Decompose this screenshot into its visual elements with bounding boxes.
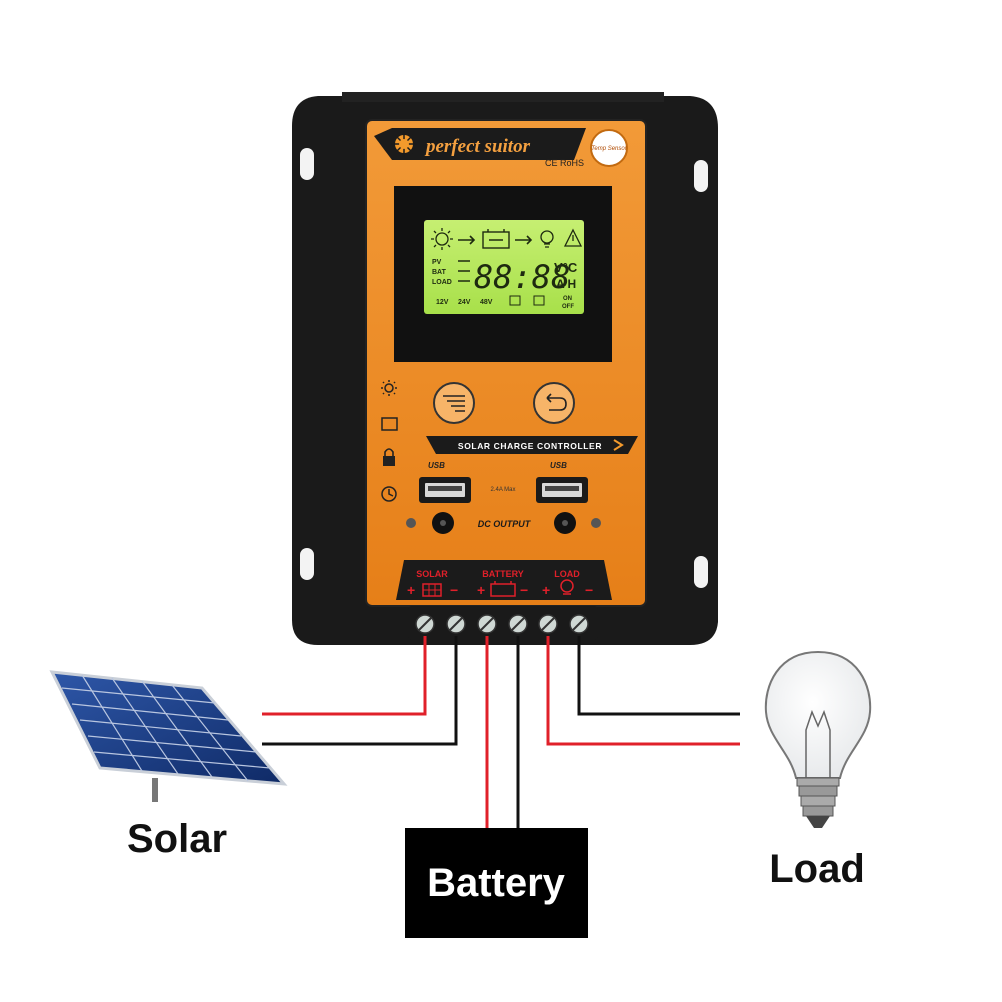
monitor-icon bbox=[381, 417, 398, 431]
lcd-voltage-12v: 12V bbox=[436, 299, 449, 306]
lcd-label-bat: BAT bbox=[432, 269, 447, 276]
solar-minus-sign: − bbox=[450, 582, 458, 598]
return-icon bbox=[546, 393, 567, 411]
solar-label: Solar bbox=[127, 817, 227, 861]
battery-minus-sign: − bbox=[520, 582, 528, 598]
lcd-unit-top: V°C bbox=[554, 260, 578, 275]
terminal-load-positive[interactable] bbox=[538, 614, 558, 634]
clock-icon bbox=[381, 486, 397, 502]
lamp-mini-icon bbox=[560, 579, 574, 595]
terminal-solar-positive[interactable] bbox=[415, 614, 435, 634]
lcd-sun-icon bbox=[431, 228, 453, 250]
lcd-voltage-24v: 24V bbox=[458, 299, 471, 306]
lcd-unit-bottom: A H bbox=[556, 277, 576, 291]
lcd-label-pv: PV bbox=[432, 259, 442, 266]
lcd-bulb-icon bbox=[540, 230, 554, 248]
charge-controller: perfect suitor CE RoHS Temp Sensor PV BA… bbox=[292, 92, 718, 645]
menu-icon bbox=[443, 395, 465, 412]
wire-solar-negative bbox=[262, 636, 458, 746]
lcd-warning-icon bbox=[563, 228, 583, 247]
terminal-load-negative[interactable] bbox=[569, 614, 589, 634]
mount-slot-bottom-left bbox=[300, 548, 314, 580]
solar-plus-sign: + bbox=[407, 582, 415, 598]
terminal-solar-negative[interactable] bbox=[446, 614, 466, 634]
wires bbox=[262, 636, 740, 828]
lcd-on-label: ON bbox=[563, 296, 572, 302]
terminal-label-load: LOAD bbox=[554, 569, 580, 579]
terminal-label-solar: SOLAR bbox=[416, 569, 448, 579]
lcd-label-load: LOAD bbox=[432, 279, 452, 286]
lock-icon bbox=[383, 448, 395, 466]
banner-title: SOLAR CHARGE CONTROLLER bbox=[458, 441, 602, 451]
status-led-left bbox=[406, 518, 416, 528]
load-plus-sign: + bbox=[542, 582, 550, 598]
brand-logo-icon bbox=[391, 131, 417, 157]
lcd-arrow-icon-2 bbox=[515, 235, 533, 245]
lcd-off-label: OFF bbox=[562, 304, 574, 310]
cert-marks: CE RoHS bbox=[545, 158, 584, 168]
terminal-battery-negative[interactable] bbox=[508, 614, 528, 634]
battery-mini-icon bbox=[490, 581, 516, 597]
wire-solar-positive bbox=[262, 636, 427, 716]
dc-output-jack-left[interactable] bbox=[432, 512, 454, 534]
mount-slot-top-left bbox=[300, 148, 314, 180]
menu-button[interactable] bbox=[433, 382, 475, 424]
usb-rating: 2.4A Max bbox=[490, 487, 515, 493]
usb-label-right: USB bbox=[550, 461, 567, 470]
usb-port-left[interactable] bbox=[419, 477, 471, 503]
battery-label: Battery bbox=[427, 861, 566, 905]
usb-label-left: USB bbox=[428, 461, 445, 470]
terminal-battery-positive[interactable] bbox=[477, 614, 497, 634]
banner-chevron-icon bbox=[613, 439, 624, 451]
lcd-voltage-48v: 48V bbox=[480, 299, 493, 306]
status-led-right bbox=[591, 518, 601, 528]
wire-load-negative bbox=[577, 636, 740, 716]
lcd-digits: 88:88 bbox=[474, 258, 570, 296]
sun-icon bbox=[381, 380, 397, 396]
solar-panel-icon bbox=[49, 670, 288, 802]
dc-output-label: DC OUTPUT bbox=[478, 519, 532, 529]
usb-port-right[interactable] bbox=[536, 477, 588, 503]
brand-name: perfect suitor bbox=[424, 136, 531, 157]
lcd-timer-icon-1 bbox=[509, 295, 521, 306]
temp-sensor-label: Temp Sensor bbox=[591, 146, 627, 152]
back-button[interactable] bbox=[533, 382, 575, 424]
wire-load-positive bbox=[546, 636, 740, 746]
battery-plus-sign: + bbox=[477, 582, 485, 598]
lcd-row-arrows bbox=[458, 260, 470, 282]
terminal-label-battery: BATTERY bbox=[482, 569, 524, 579]
load-label: Load bbox=[769, 847, 865, 891]
mount-slot-bottom-right bbox=[694, 556, 708, 588]
lcd-battery-icon bbox=[482, 229, 510, 249]
dc-output-jack-right[interactable] bbox=[554, 512, 576, 534]
lcd-arrow-icon bbox=[458, 235, 476, 245]
load-minus-sign: − bbox=[585, 582, 593, 598]
mount-slot-top-right bbox=[694, 160, 708, 192]
temp-sensor-badge bbox=[590, 129, 628, 167]
light-bulb-icon bbox=[764, 650, 872, 828]
lcd-timer-icon-2 bbox=[533, 295, 545, 306]
battery-box bbox=[405, 828, 588, 938]
